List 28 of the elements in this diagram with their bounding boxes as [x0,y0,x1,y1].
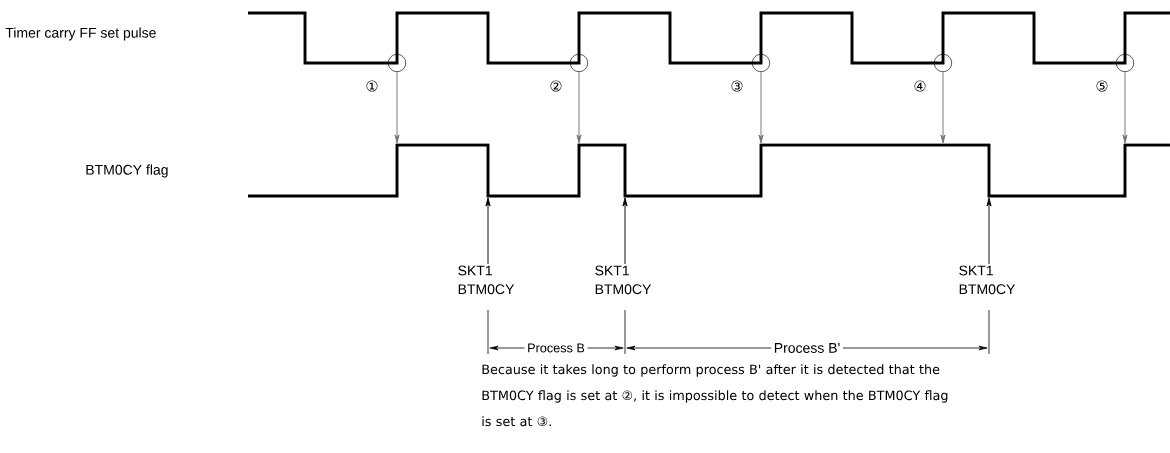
circle-marker [570,54,588,72]
arrow [485,197,491,265]
arrow [1122,71,1128,144]
dimension-label: Process B' [771,340,843,356]
circle-marker [752,54,770,72]
instruction-label: SKT1 BTM0CY [959,265,1016,295]
arrow [622,197,628,265]
arrow [940,71,946,144]
arrow [576,71,582,144]
instruction-label: SKT1 BTM0CY [595,265,652,295]
callout-number: ② [550,80,562,92]
callout-number: ⑤ [1096,80,1108,92]
note-text: Because it takes long to perform process B' after it is detected that the BTM0CY flag is set at ②, it is impossible to detect when the BTM0CY flag is set at ③. [482,364,948,427]
circle-marker [934,54,952,72]
signal-name: Timer carry FF set pulse [5,27,156,41]
arrow [986,197,992,265]
callout-number: ④ [914,80,926,92]
signal-name: BTM0CY flag [86,164,168,178]
waveform-drawing [248,143,1170,198]
waveform-drawing [248,11,1170,65]
dimension-label: Process B [524,340,588,356]
circle-marker [388,54,406,72]
callout-number: ① [366,80,378,92]
arrow [394,71,400,144]
callout-number: ③ [731,80,743,92]
instruction-label: SKT1 BTM0CY [458,265,515,295]
circle-marker [1116,54,1134,72]
arrow [758,71,764,144]
